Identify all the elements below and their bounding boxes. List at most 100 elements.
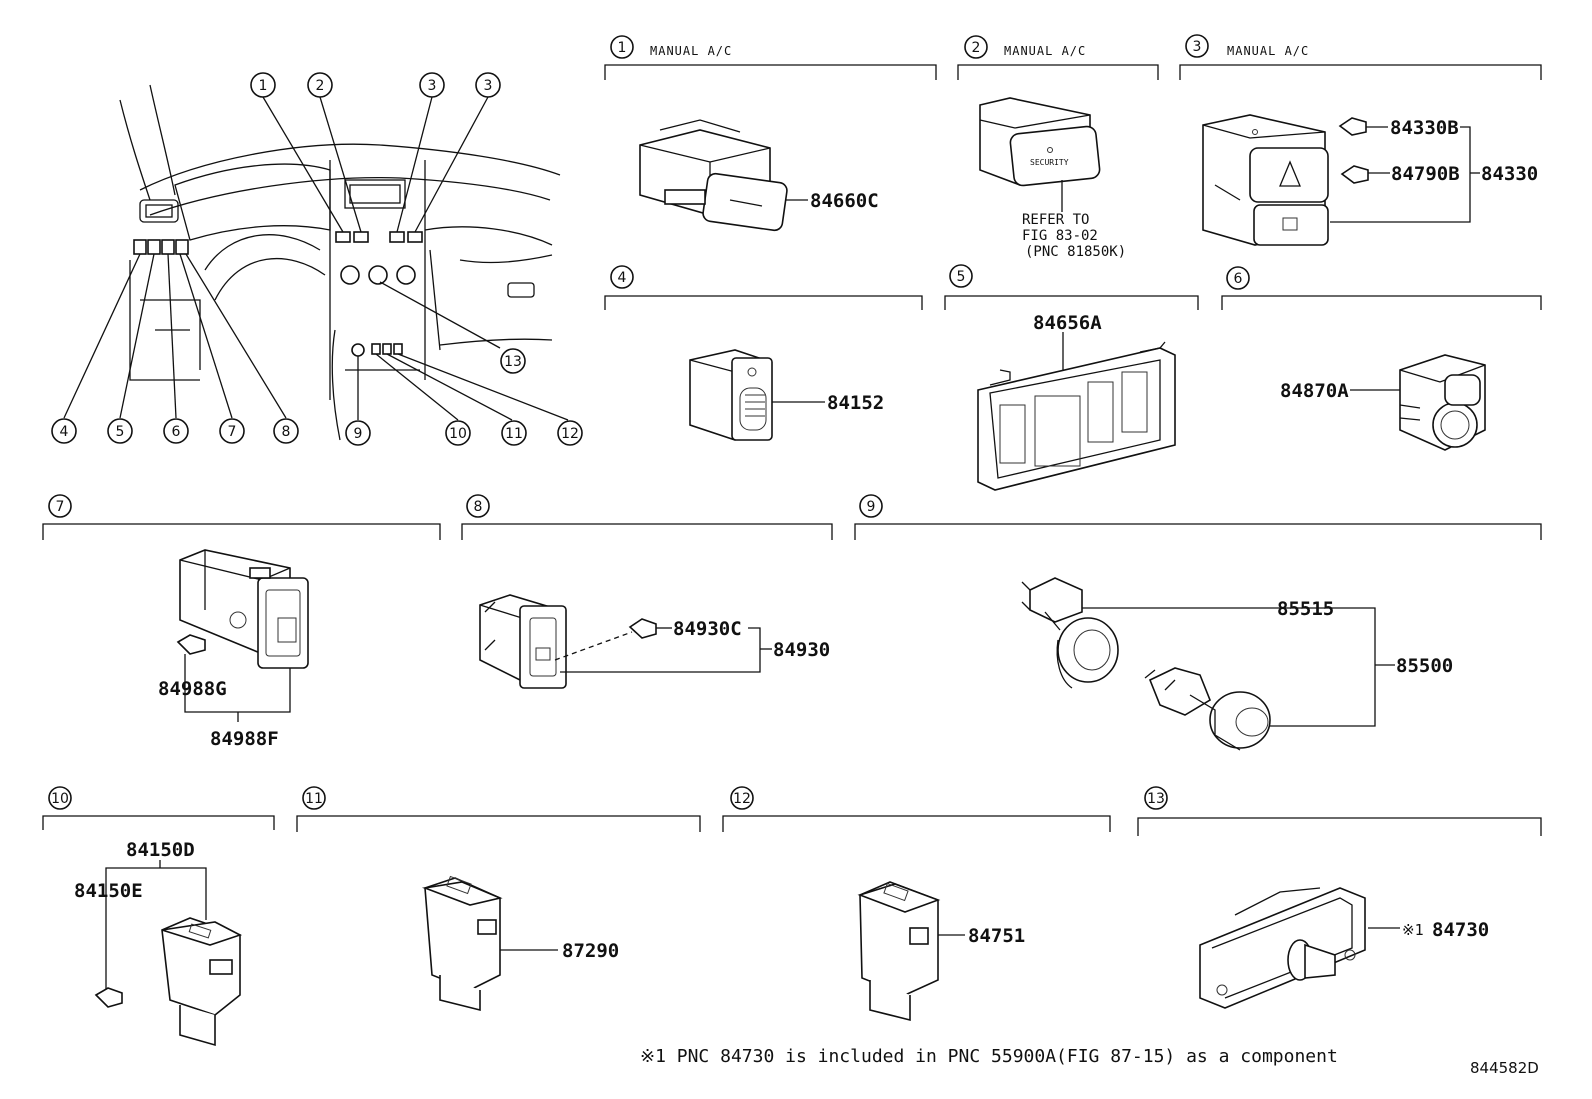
socket-85515 (1021, 577, 1119, 689)
ac-switch-84660c (639, 119, 788, 232)
callout-3b: 3 (475, 72, 501, 98)
svg-text:7: 7 (228, 424, 237, 440)
callout-13: 13 (500, 348, 526, 374)
svg-text:2: 2 (972, 40, 981, 56)
part-84930: 84930 (773, 639, 830, 661)
callout-9: 9 (345, 420, 371, 446)
section-11: 11 87290 (296, 786, 701, 1012)
dashboard-overview: 1 2 3 3 4 5 6 7 8 9 10 11 12 13 (51, 72, 583, 446)
svg-text:9: 9 (354, 426, 363, 442)
svg-text:(PNC 81850K): (PNC 81850K) (1025, 244, 1126, 260)
switch-84150d (161, 917, 243, 1047)
callout-3a: 3 (419, 72, 445, 98)
callout-2: 2 (307, 72, 333, 98)
part-84988f: 84988F (210, 728, 279, 750)
svg-text:7: 7 (56, 499, 65, 515)
switch-84751 (857, 881, 941, 1022)
svg-text:MANUAL A/C: MANUAL A/C (1004, 44, 1086, 58)
part-84870a: 84870A (1280, 380, 1349, 402)
callout-6: 6 (163, 418, 189, 444)
section-9: 9 85515 85500 (854, 494, 1542, 751)
bulb-84930c (628, 618, 657, 639)
svg-text:3: 3 (484, 78, 493, 94)
svg-text:12: 12 (733, 791, 751, 807)
svg-text:REFER TO: REFER TO (1022, 212, 1089, 228)
svg-text:9: 9 (867, 499, 876, 515)
section-2: 2 MANUAL A/C SECURITY REFER TO FIG 83-02… (957, 35, 1159, 260)
bulb-84790b (1340, 165, 1369, 184)
section-3: 3 MANUAL A/C 84330B 84790B 84330 (1179, 34, 1542, 246)
svg-text:MANUAL A/C: MANUAL A/C (1227, 44, 1309, 58)
section-10: 10 84150D 84150E (42, 786, 275, 1047)
part-85515: 85515 (1277, 598, 1334, 620)
svg-text:11: 11 (305, 791, 323, 807)
section-4: 4 84152 (604, 265, 923, 441)
svg-text:3: 3 (1193, 39, 1202, 55)
switch-84730 (1199, 887, 1366, 1009)
part-84930c: 84930C (673, 618, 742, 640)
svg-text:5: 5 (116, 424, 125, 440)
svg-text:FIG 83-02: FIG 83-02 (1022, 228, 1098, 244)
switch-84988f (179, 549, 309, 669)
svg-text:8: 8 (474, 499, 483, 515)
svg-text:1: 1 (259, 78, 268, 94)
svg-text:SECURITY: SECURITY (1030, 158, 1069, 167)
part-84330b: 84330B (1390, 117, 1459, 139)
part-84152: 84152 (827, 392, 884, 414)
mirror-switch-84870a (1399, 354, 1486, 451)
callout-12: 12 (557, 420, 583, 446)
bulb-84988g (176, 634, 206, 655)
callout-10: 10 (445, 420, 471, 446)
part-85500: 85500 (1396, 655, 1453, 677)
dimmer-switch-84152 (689, 349, 773, 441)
bulb-84150e (94, 987, 123, 1008)
svg-text:8: 8 (282, 424, 291, 440)
security-switch: SECURITY (979, 97, 1101, 187)
hazard-defog-switch (1202, 114, 1329, 246)
svg-text:5: 5 (957, 269, 966, 285)
section-13: 13 ※1 84730 (1137, 786, 1542, 1009)
svg-text:6: 6 (172, 424, 181, 440)
part-87290: 87290 (562, 940, 619, 962)
callout-8: 8 (273, 418, 299, 444)
footnote: ※1 PNC 84730 is included in PNC 55900A(F… (640, 1046, 1338, 1067)
note-marker: ※1 (1402, 921, 1424, 939)
switch-84930 (479, 594, 567, 689)
section-6: 6 84870A (1221, 266, 1542, 451)
part-84790b: 84790B (1391, 163, 1460, 185)
section-12: 12 84751 (722, 786, 1111, 1022)
part-84660c: 84660C (810, 190, 879, 212)
svg-text:4: 4 (618, 270, 627, 286)
svg-text:2: 2 (316, 78, 325, 94)
section-1: 1 MANUAL A/C 84660C (604, 35, 937, 232)
svg-text:1: 1 (618, 40, 627, 56)
svg-text:11: 11 (505, 426, 523, 442)
callout-5: 5 (107, 418, 133, 444)
callout-7: 7 (219, 418, 245, 444)
switch-bezel-84656a (977, 341, 1176, 491)
part-84150e: 84150E (74, 880, 143, 902)
lighter-plug (1144, 667, 1271, 751)
callout-4: 4 (51, 418, 77, 444)
svg-text:4: 4 (60, 424, 69, 440)
svg-text:13: 13 (1147, 791, 1165, 807)
svg-text:MANUAL A/C: MANUAL A/C (650, 44, 732, 58)
callout-11: 11 (501, 420, 527, 446)
part-84988g: 84988G (158, 678, 227, 700)
part-84150d: 84150D (126, 839, 195, 861)
part-84330: 84330 (1481, 163, 1538, 185)
part-84656a: 84656A (1033, 312, 1102, 334)
section-8: 8 84930C 84930 (461, 494, 833, 689)
section-5: 5 84656A (944, 264, 1199, 491)
part-84730: 84730 (1432, 919, 1489, 941)
svg-text:3: 3 (428, 78, 437, 94)
svg-text:6: 6 (1234, 271, 1243, 287)
svg-text:10: 10 (51, 791, 69, 807)
section-7: 7 84988G 84988F (42, 494, 441, 750)
svg-text:12: 12 (561, 426, 579, 442)
bulb-84330b (1338, 117, 1367, 136)
svg-text:10: 10 (449, 426, 467, 442)
callout-1: 1 (250, 72, 276, 98)
part-84751: 84751 (968, 925, 1025, 947)
